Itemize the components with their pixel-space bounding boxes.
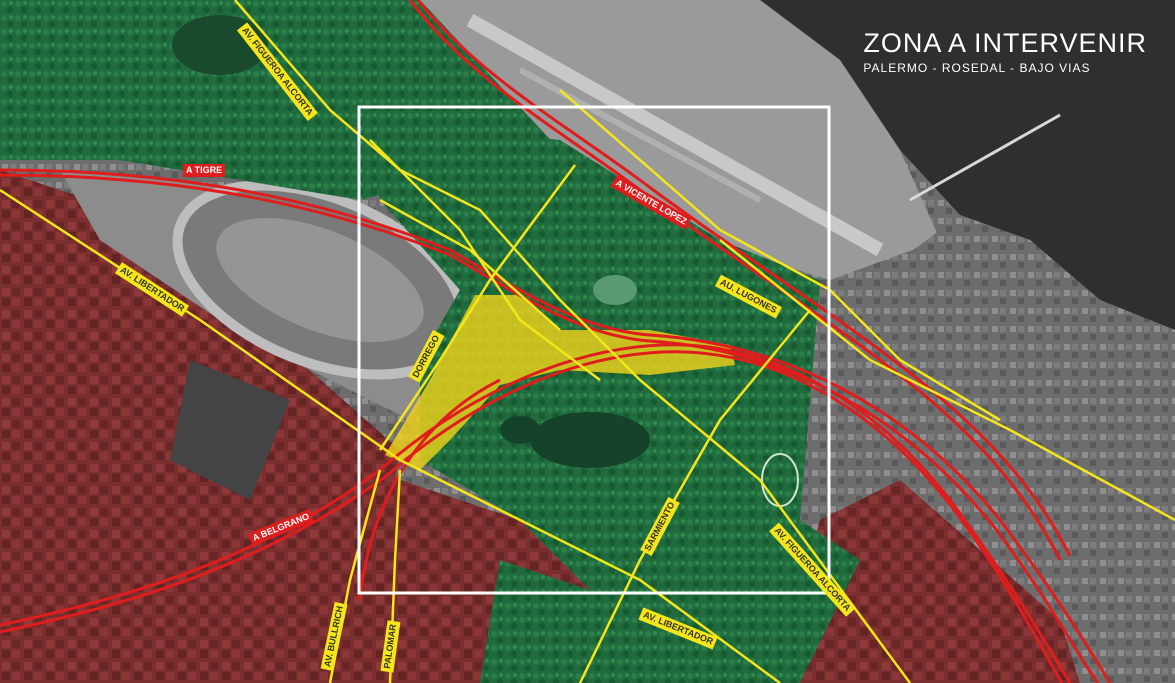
rail-belgrano (0, 343, 1072, 683)
road-sarmiento (578, 309, 811, 683)
lake-rosedal (530, 412, 650, 468)
map-subtitle: PALERMO - ROSEDAL - BAJO VIAS (863, 61, 1091, 75)
rail-belgrano-loop (358, 378, 501, 601)
pier (909, 113, 1061, 202)
intervention-highlight (385, 295, 735, 470)
park-south (480, 560, 620, 683)
rail-lines (0, 0, 1112, 683)
intervention-frame (357, 105, 831, 595)
lake-small (500, 416, 540, 444)
rail-vicente-lopez-2 (416, 0, 1072, 557)
river (760, 0, 1175, 330)
title-block: ZONA A INTERVENIR PALERMO - ROSEDAL - BA… (863, 28, 1147, 76)
park-main (360, 120, 860, 683)
planetarium (593, 275, 637, 305)
taxiway (518, 67, 762, 203)
road-diag2 (379, 198, 561, 331)
rail-belgrano-2 (0, 350, 1064, 683)
road-lugones (719, 239, 1175, 522)
map-title: ZONA A INTERVENIR (863, 28, 1147, 58)
urban-southeast (780, 480, 1080, 683)
rail-vicente-lopez (408, 0, 1062, 561)
rail-tigre-2 (0, 173, 1100, 683)
rail-tigre (0, 168, 1112, 683)
coastal-land (870, 215, 1175, 683)
polo-field (170, 360, 290, 500)
road-figueroa-north (234, 0, 912, 683)
label-tigre: A TIGRE (183, 164, 226, 177)
road-dorrego (378, 164, 577, 451)
road-diag1 (369, 139, 601, 381)
runway (466, 13, 884, 257)
